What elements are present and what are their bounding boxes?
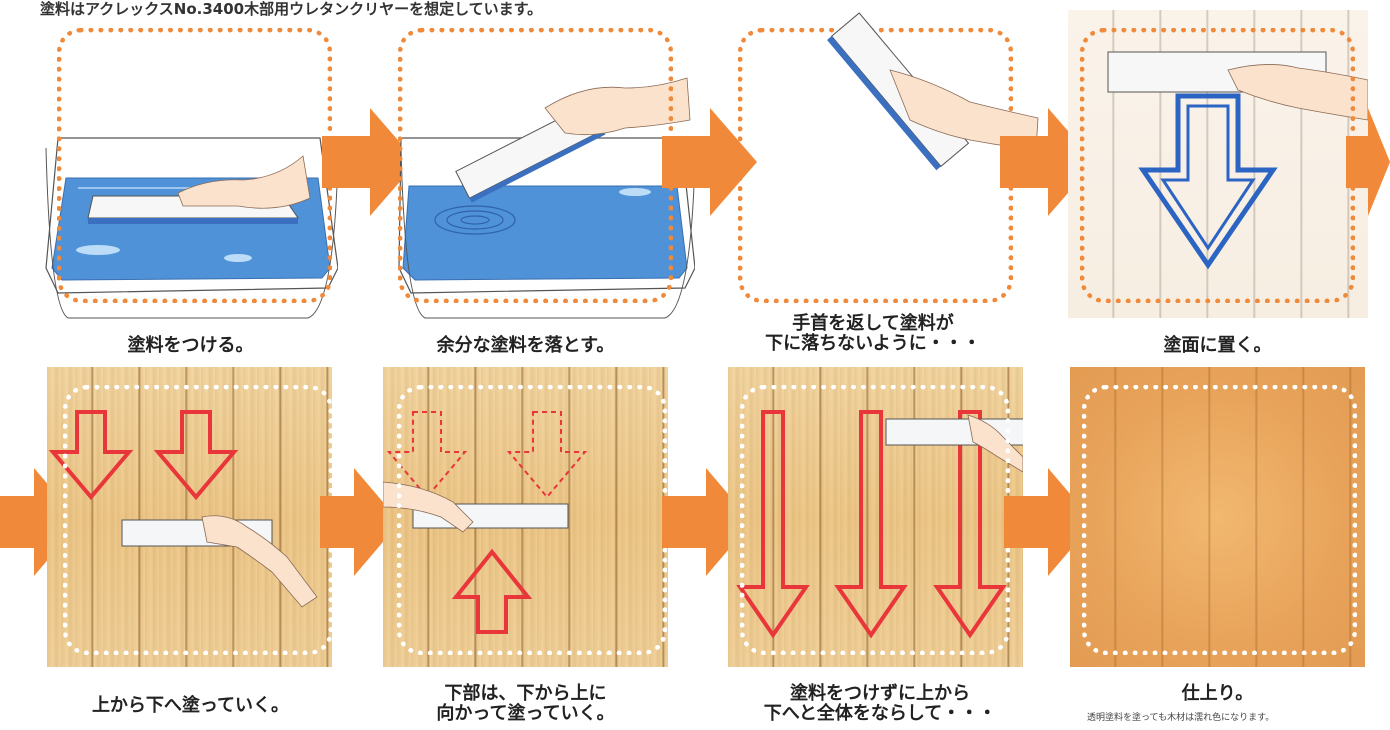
step-1-frame [57,28,332,303]
step-2-caption: 余分な塗料を落とす。 [436,335,615,356]
arrow-right-icon [320,468,400,576]
step-3-caption: 手首を返して塗料が 下に落ちないように・・・ [765,313,981,354]
arrow-right-icon [662,108,757,216]
finish-note: 透明塗料を塗っても木材は濡れ色になります。 [1087,713,1275,723]
step-4-caption: 塗面に置く。 [1163,335,1272,356]
step-5-caption: 上から下へ塗っていく。 [91,695,290,716]
arrow-right-icon [322,108,417,216]
step-4-illustration [1068,10,1368,318]
step-8-illustration [1070,367,1365,667]
step-2-frame [398,28,673,303]
paint-tray-scene [398,77,696,319]
arrow-right-icon [662,468,752,576]
step-5-frame [63,385,333,655]
step-6-illustration [383,367,668,667]
step-4-frame [1080,28,1355,303]
step-3-illustration [827,12,1039,171]
top-down-scene [48,410,318,608]
arrow-right-icon [1004,468,1094,576]
step-6-caption: 下部は、下から上に 向かって塗っていく。 [436,683,615,724]
step-2-illustration [395,28,696,328]
step-5-illustration [47,367,332,667]
step-7-caption: 塗料をつけずに上から 下へと全体をならして・・・ [763,683,997,724]
intro-text: 塗料はアクレックスNo.3400木部用ウレタンクリヤーを想定しています。 [40,0,543,18]
step-7-frame [740,385,1010,655]
arrow-right-icon [1346,108,1390,216]
step-6-frame [397,385,667,655]
step-7-illustration [728,367,1023,667]
paint-tray-scene [45,137,339,319]
place-pad-scene [1107,51,1368,270]
bottom-up-scene [383,411,588,634]
step-8-frame [1082,385,1357,655]
step-1-caption: 塗料をつける。 [127,335,254,356]
step-1-illustration [38,28,339,328]
step-8-caption: 仕上り。 [1181,683,1254,704]
arrow-right-icon [0,468,80,576]
